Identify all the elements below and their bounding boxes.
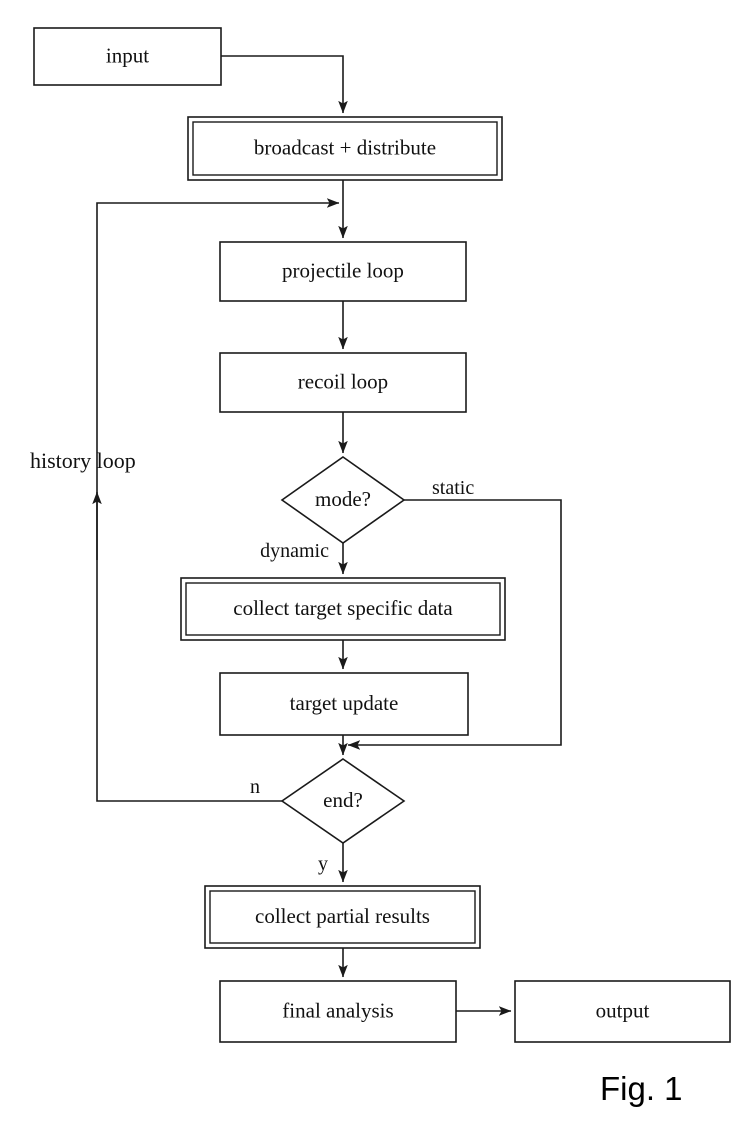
node-broadcast_distribute[interactable]: broadcast + distribute [187,116,503,181]
node-label-collect_partial_results: collect partial results [255,904,430,928]
node-label-projectile_loop: projectile loop [282,258,404,282]
edge-end-yes-to-collect-partial: y [318,843,348,883]
node-shape-rect [219,980,457,1043]
node-shape-rect [219,352,467,413]
edge-label-mode-static-bypass: static [432,477,474,499]
node-shape-rect-inner [209,890,476,944]
node-output[interactable]: output [514,980,731,1043]
annotations-layer: history loop [30,448,136,473]
node-collect_target_specific_data[interactable]: collect target specific data [180,577,506,641]
edge-input-to-broadcast [221,55,348,114]
node-label-recoil_loop: recoil loop [298,369,388,393]
node-shape-rect [219,672,469,736]
node-shape-diamond [280,758,406,844]
node-label-mode_decision: mode? [315,487,371,511]
node-input[interactable]: input [33,27,222,86]
edges-layer: dynamic static n y [92,55,562,1016]
node-label-final_analysis: final analysis [282,998,393,1022]
node-target_update[interactable]: target update [219,672,469,736]
edge-label-end-no-history-loop: n [250,776,260,798]
node-label-end_decision: end? [323,788,363,812]
node-shape-diamond [280,456,406,544]
figure-caption: Fig. 1 [600,1070,683,1107]
node-mode_decision[interactable]: mode? [280,456,406,544]
edge-mode-static-bypass: static [347,477,562,750]
edge-mode-dynamic-to-collect: dynamic [260,540,348,575]
nodes-layer: input broadcast + distribute projectile lo… [33,27,731,1043]
node-recoil_loop[interactable]: recoil loop [219,352,467,413]
node-shape-rect-inner [185,582,501,636]
node-shape-rect [33,27,222,86]
node-final_analysis[interactable]: final analysis [219,980,457,1043]
node-label-target_update: target update [290,691,399,715]
node-label-broadcast_distribute: broadcast + distribute [254,135,436,159]
node-projectile_loop[interactable]: projectile loop [219,241,467,302]
edge-path [221,55,348,114]
node-label-output: output [596,998,650,1022]
edge-label-mode-dynamic-to-collect: dynamic [260,540,329,562]
node-shape-rect [219,241,467,302]
edge-label-end-yes-to-collect-partial: y [318,853,328,875]
node-shape-rect [514,980,731,1043]
node-label-input: input [106,43,149,67]
edge-path [347,499,562,750]
node-label-collect_target_specific_data: collect target specific data [233,596,453,620]
node-end_decision[interactable]: end? [280,758,406,844]
node-shape-rect-inner [192,121,498,176]
annotation-history-loop-label: history loop [30,448,136,473]
node-collect_partial_results[interactable]: collect partial results [204,885,481,949]
